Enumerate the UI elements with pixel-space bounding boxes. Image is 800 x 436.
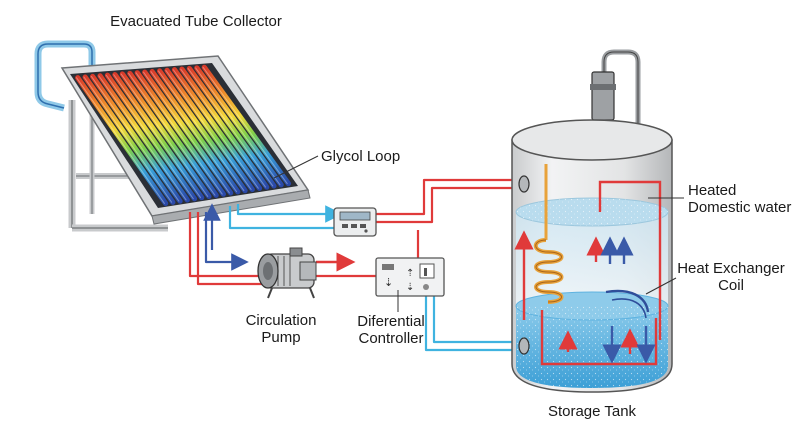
heat-exchanger-coil bbox=[533, 164, 662, 366]
collector-tube-highlight bbox=[180, 68, 267, 188]
collector-tube bbox=[82, 74, 176, 205]
collector-tube bbox=[164, 67, 255, 193]
collector-tube bbox=[119, 71, 212, 200]
tank-label: Storage Tank bbox=[547, 403, 637, 420]
collector-tube bbox=[179, 66, 270, 190]
collector-tube bbox=[149, 68, 241, 195]
collector-tube-highlight bbox=[105, 74, 194, 200]
collector-tube-highlight bbox=[128, 72, 216, 196]
collector-tube-highlight bbox=[76, 77, 165, 204]
pump-label-line2: Pump bbox=[261, 329, 301, 346]
collector-tube bbox=[194, 65, 284, 188]
collector-tube-highlight bbox=[165, 69, 252, 190]
heated-water-label-line2: Domestic water bbox=[688, 199, 792, 216]
collector-tube-highlight bbox=[143, 71, 230, 194]
glycol-loop-label: Glycol Loop bbox=[321, 148, 401, 165]
flow-meter-icon bbox=[333, 207, 377, 237]
collector-tube-highlight bbox=[83, 76, 173, 203]
svg-text:⇡: ⇡ bbox=[406, 268, 414, 279]
collector-tube-highlight bbox=[98, 75, 187, 201]
collector-tube-highlight bbox=[150, 71, 238, 193]
collector-tube-highlight bbox=[90, 75, 180, 202]
collector-tube-highlight bbox=[157, 70, 245, 192]
collector-tube bbox=[97, 73, 190, 203]
coil-label-line1: Heat Exchanger bbox=[677, 260, 785, 277]
collector-label: Evacuated Tube Collector bbox=[110, 13, 282, 30]
differential-controller-icon: ⇣ ⇡ ⇣ bbox=[375, 257, 445, 297]
collector-tube bbox=[104, 72, 198, 202]
collector-stand bbox=[68, 100, 168, 232]
collector-tube-highlight bbox=[195, 67, 281, 186]
svg-text:⇣: ⇣ bbox=[384, 276, 393, 289]
leader-lines bbox=[273, 155, 684, 312]
collector-tube-highlight bbox=[187, 68, 274, 187]
coil-label-line2: Coil bbox=[718, 277, 744, 294]
collector-tube bbox=[127, 70, 219, 198]
svg-text:⇣: ⇣ bbox=[406, 282, 414, 293]
collector-tube bbox=[201, 64, 291, 187]
storage-tank bbox=[511, 49, 673, 393]
collector-tube-highlight bbox=[120, 73, 209, 197]
collector-tube-highlight bbox=[172, 69, 259, 189]
evacuated-tube-collector bbox=[60, 55, 311, 225]
circulation-pump-icon bbox=[257, 247, 317, 299]
collector-tube-highlight bbox=[135, 72, 223, 195]
controller-label-line2: Controller bbox=[358, 330, 424, 347]
collector-tube bbox=[157, 68, 248, 194]
collector-tube bbox=[186, 65, 277, 189]
collector-tube bbox=[112, 72, 205, 201]
collector-tube bbox=[171, 67, 263, 191]
heated-water-label-line1: Heated bbox=[688, 182, 737, 199]
collector-tube-highlight bbox=[202, 66, 288, 185]
pump-label-line1: Circulation bbox=[245, 312, 317, 329]
collector-tube bbox=[75, 75, 169, 207]
collector-tube-highlight bbox=[113, 74, 202, 199]
collector-tube bbox=[90, 73, 183, 204]
controller-label-line1: Diferential bbox=[357, 313, 425, 330]
collector-tube bbox=[142, 69, 234, 196]
collector-tube bbox=[134, 70, 226, 197]
convection-arrows bbox=[514, 230, 656, 364]
glycol-loop-pipes bbox=[188, 178, 522, 352]
collector-header-loop bbox=[34, 40, 96, 112]
